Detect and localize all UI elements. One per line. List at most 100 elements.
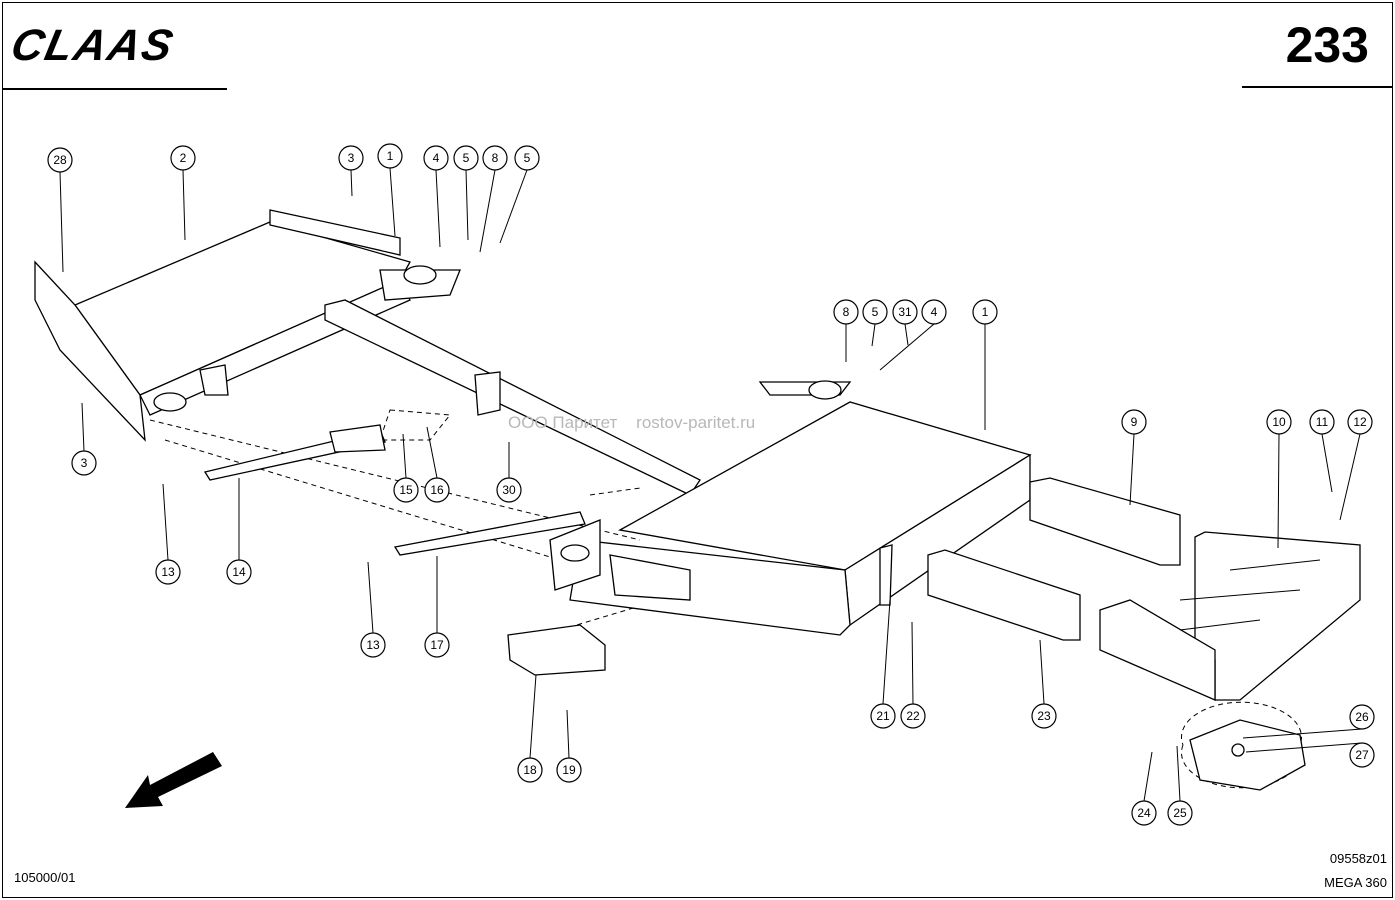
document-number: 105000/01 bbox=[14, 870, 76, 885]
callout-12: 12 bbox=[1339, 409, 1373, 521]
callout-3: 3 bbox=[338, 145, 364, 197]
callout-16: 16 bbox=[424, 426, 450, 503]
callout-label: 17 bbox=[430, 638, 444, 652]
callout-31: 31 bbox=[892, 299, 918, 346]
callout-leader bbox=[162, 483, 169, 561]
callout-circle bbox=[1031, 703, 1057, 729]
callout-28: 28 bbox=[47, 147, 73, 273]
callout-label: 23 bbox=[1037, 709, 1051, 723]
callout-circle bbox=[377, 143, 403, 169]
callout-circle bbox=[423, 145, 449, 171]
callout-26: 26 bbox=[1242, 704, 1375, 739]
callout-circle bbox=[1349, 742, 1375, 768]
cross-member-23 bbox=[927, 549, 1081, 641]
callout-label: 1 bbox=[387, 149, 394, 163]
callout-1: 1 bbox=[972, 299, 998, 430]
callout-leader bbox=[529, 674, 537, 759]
callout-label: 24 bbox=[1137, 806, 1151, 820]
callout-circle bbox=[47, 147, 73, 173]
callout-leader bbox=[426, 426, 438, 479]
callout-leader bbox=[435, 169, 441, 248]
callout-circle bbox=[424, 632, 450, 658]
callout-leader bbox=[182, 169, 186, 241]
right-frame-section bbox=[549, 380, 1032, 636]
callout-label: 31 bbox=[898, 305, 912, 319]
callout-leader bbox=[1339, 433, 1361, 521]
callout-label: 9 bbox=[1131, 415, 1138, 429]
callout-circle bbox=[1266, 409, 1292, 435]
callout-label: 5 bbox=[872, 305, 879, 319]
callout-label: 19 bbox=[562, 763, 576, 777]
callout-15: 15 bbox=[393, 433, 419, 503]
callout-3: 3 bbox=[71, 402, 97, 476]
callout-label: 1 bbox=[982, 305, 989, 319]
callout-leader bbox=[1245, 742, 1363, 753]
callout-label: 5 bbox=[463, 151, 470, 165]
callout-5: 5 bbox=[499, 145, 540, 244]
page-number-underline bbox=[1242, 86, 1393, 88]
plate-26 bbox=[1189, 719, 1306, 791]
callout-circle bbox=[393, 477, 419, 503]
strut-14 bbox=[203, 424, 386, 481]
callout-10: 10 bbox=[1266, 409, 1292, 549]
callout-leader bbox=[1039, 639, 1045, 705]
callout-circle bbox=[1309, 409, 1335, 435]
callout-label: 8 bbox=[843, 305, 850, 319]
callout-circle bbox=[972, 299, 998, 325]
callout-circle bbox=[71, 450, 97, 476]
callout-label: 28 bbox=[53, 153, 67, 167]
callout-leader bbox=[879, 323, 935, 371]
rear-frame-10 bbox=[1099, 531, 1361, 701]
callout-leader bbox=[1129, 433, 1135, 506]
callout-label: 3 bbox=[348, 151, 355, 165]
callout-4: 4 bbox=[423, 145, 449, 248]
callout-label: 13 bbox=[161, 565, 175, 579]
callout-23: 23 bbox=[1031, 639, 1057, 729]
callout-25: 25 bbox=[1167, 745, 1193, 826]
callout-label: 15 bbox=[399, 483, 413, 497]
callout-leader bbox=[350, 169, 353, 197]
callout-circle bbox=[862, 299, 888, 325]
callout-label: 25 bbox=[1173, 806, 1187, 820]
callout-22: 22 bbox=[900, 621, 926, 729]
callout-leader bbox=[499, 169, 528, 244]
callout-label: 27 bbox=[1355, 748, 1369, 762]
callout-circle bbox=[1131, 800, 1157, 826]
callout-circle bbox=[514, 145, 540, 171]
callout-circle bbox=[482, 145, 508, 171]
callout-circle bbox=[1121, 409, 1147, 435]
brand-underline bbox=[2, 88, 227, 90]
callout-circle bbox=[155, 559, 181, 585]
callout-leader bbox=[1242, 728, 1363, 739]
callout-13: 13 bbox=[155, 483, 181, 585]
callout-1: 1 bbox=[377, 143, 403, 237]
callout-8: 8 bbox=[479, 145, 508, 253]
callout-leader bbox=[81, 402, 85, 452]
callout-circle bbox=[921, 299, 947, 325]
callout-leader bbox=[389, 167, 396, 237]
callout-4: 4 bbox=[879, 299, 947, 371]
callout-leader bbox=[1143, 751, 1153, 802]
callout-24: 24 bbox=[1131, 751, 1157, 826]
callout-circle bbox=[496, 477, 522, 503]
callout-circle bbox=[226, 559, 252, 585]
callout-leader bbox=[566, 709, 570, 759]
callout-circle bbox=[1349, 704, 1375, 730]
callout-leader bbox=[911, 621, 914, 705]
callout-circle bbox=[424, 477, 450, 503]
callout-leader bbox=[59, 171, 64, 273]
callout-circle bbox=[833, 299, 859, 325]
bracket-18 bbox=[507, 624, 606, 676]
callout-label: 4 bbox=[931, 305, 938, 319]
callout-leader bbox=[1277, 433, 1280, 549]
callout-label: 3 bbox=[81, 456, 88, 470]
page-number: 233 bbox=[1285, 17, 1369, 73]
callout-2: 2 bbox=[170, 145, 196, 241]
callout-30: 30 bbox=[496, 442, 522, 503]
callout-leader bbox=[882, 599, 891, 705]
callout-27: 27 bbox=[1245, 742, 1375, 768]
callout-label: 11 bbox=[1316, 415, 1329, 429]
callout-label: 16 bbox=[430, 483, 444, 497]
callout-circle bbox=[556, 757, 582, 783]
callout-label: 21 bbox=[876, 709, 890, 723]
